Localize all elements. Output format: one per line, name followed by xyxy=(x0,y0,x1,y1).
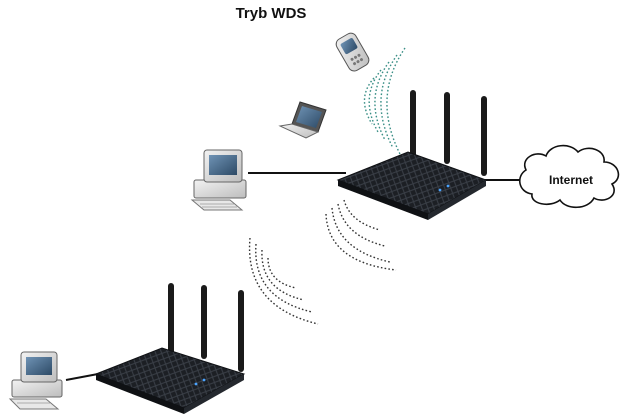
mobile-phone-icon xyxy=(335,32,370,72)
wds-waves xyxy=(248,199,397,325)
laptop-icon xyxy=(278,101,327,139)
connection-lines xyxy=(65,172,522,381)
diagram-title: Tryb WDS xyxy=(236,5,307,22)
router-icon xyxy=(94,283,246,414)
cloud-icon: Internet xyxy=(519,144,620,209)
router-icon xyxy=(336,90,488,220)
link-remote-pc-to-router xyxy=(65,373,99,381)
internet-label: Internet xyxy=(549,173,593,187)
desktop-computer-icon xyxy=(8,351,63,410)
device-wifi-waves xyxy=(363,47,406,157)
desktop-computer-icon xyxy=(190,149,247,211)
